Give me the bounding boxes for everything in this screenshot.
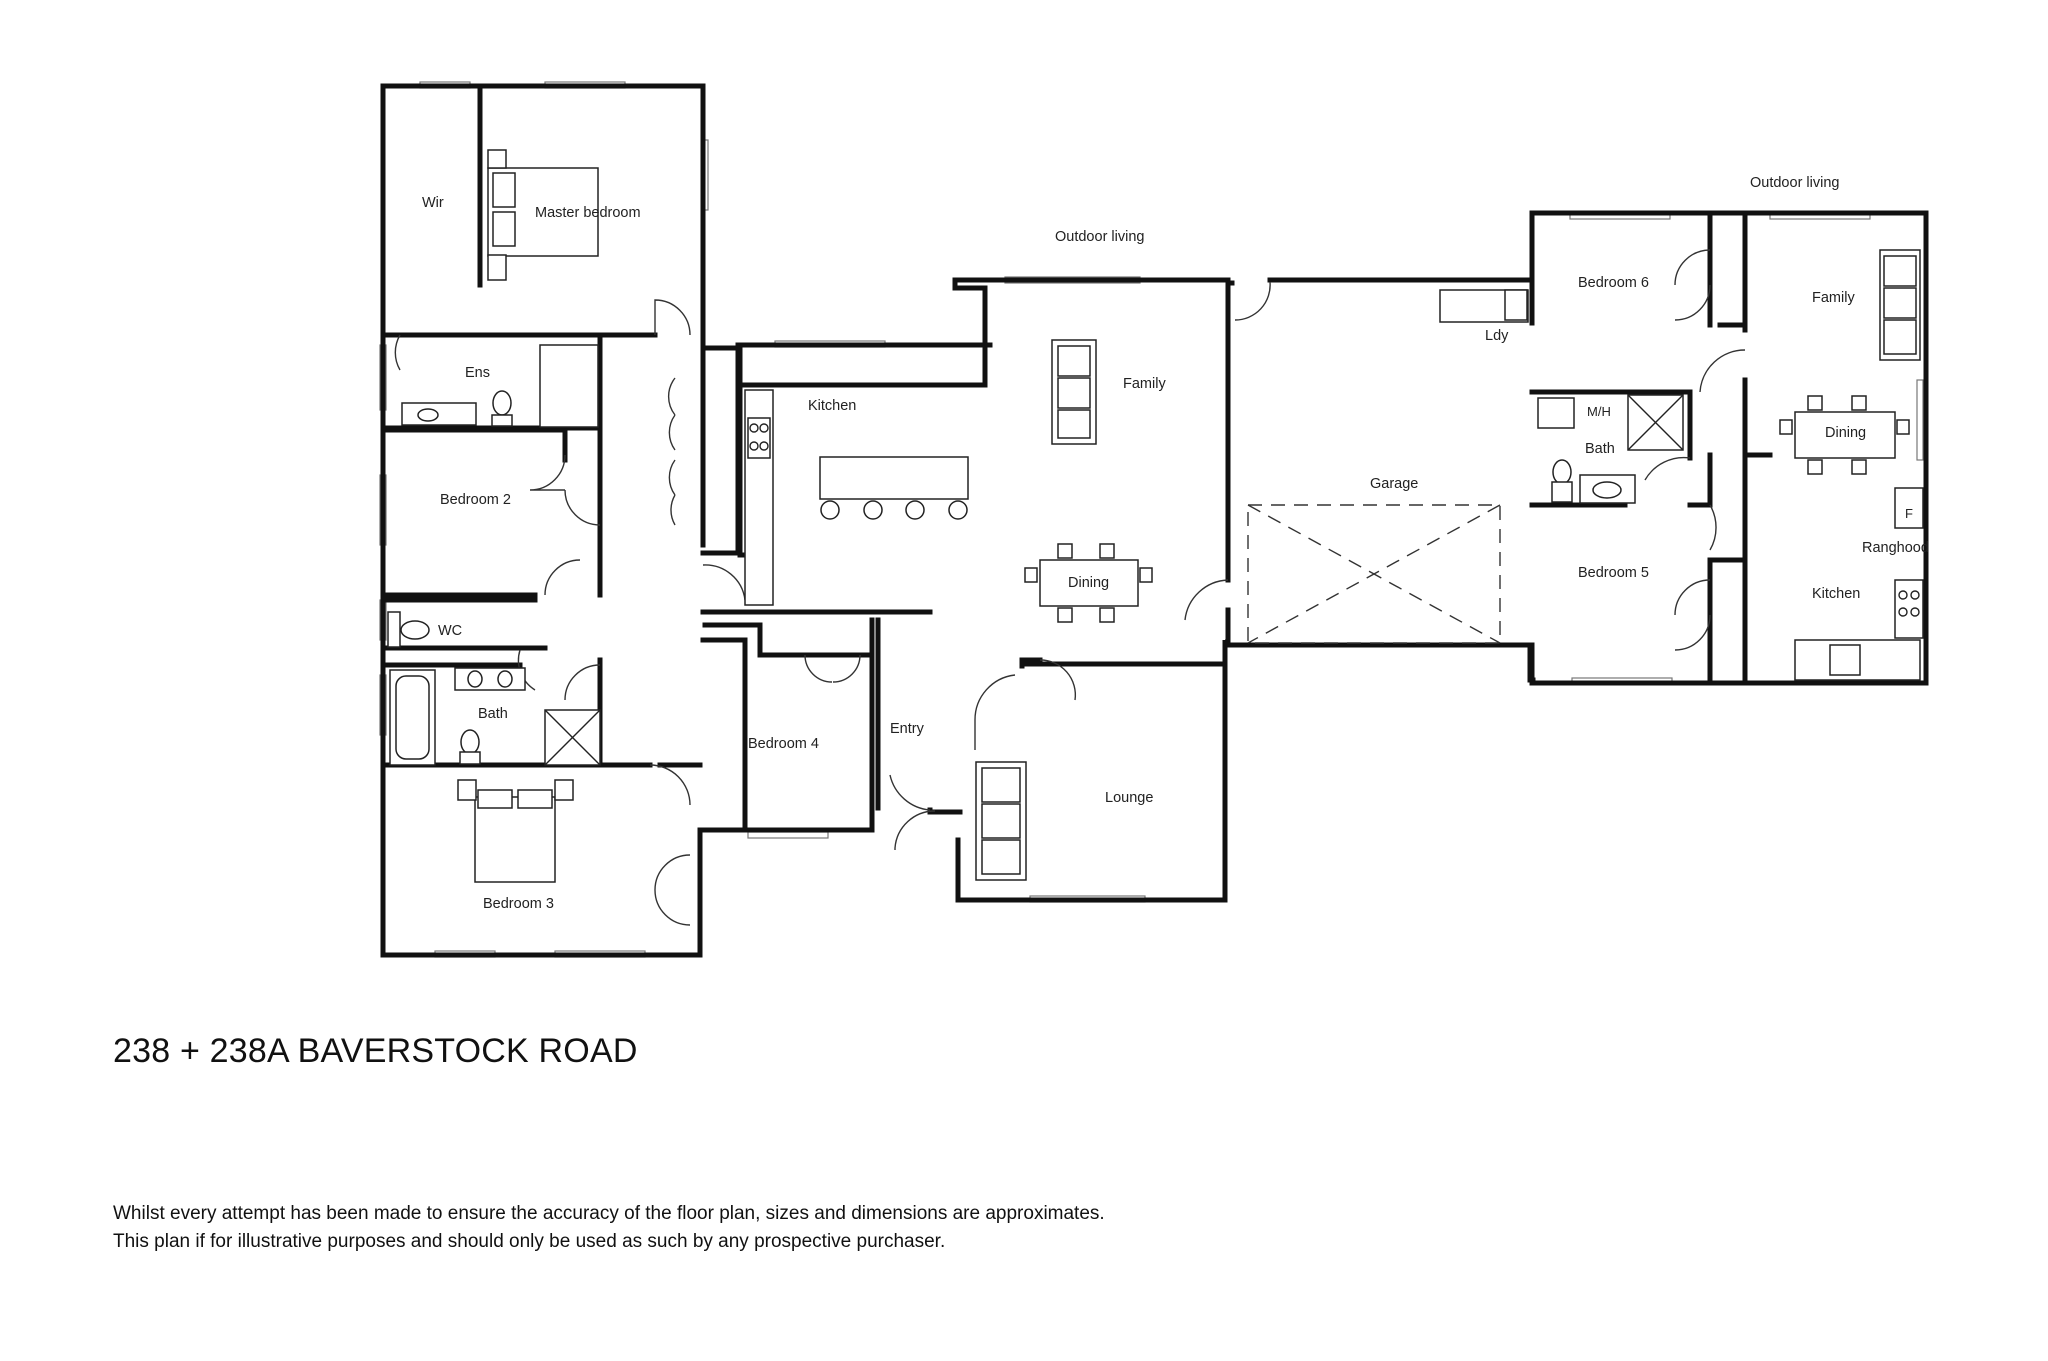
disclaimer: Whilst every attempt has been made to en…	[113, 1200, 1105, 1256]
label-master-bedroom: Master bedroom	[535, 205, 641, 221]
label-ens: Ens	[465, 365, 490, 381]
room-labels: Wir Master bedroom Ens Bedroom 2 WC Bath…	[422, 175, 1929, 912]
label-wir: Wir	[422, 195, 444, 211]
label-bedroom-3: Bedroom 3	[483, 896, 554, 912]
label-family-main: Family	[1123, 376, 1166, 392]
label-garage: Garage	[1370, 476, 1418, 492]
label-entry: Entry	[890, 721, 925, 737]
property-title: 238 + 238A BAVERSTOCK ROAD	[113, 1032, 638, 1070]
label-dining-main: Dining	[1068, 575, 1109, 591]
label-bedroom-2: Bedroom 2	[440, 492, 511, 508]
label-kitchen-main: Kitchen	[808, 398, 856, 414]
furniture	[387, 149, 1924, 883]
label-outdoor-living-unit: Outdoor living	[1750, 175, 1839, 191]
label-bath-unit: Bath	[1585, 441, 1615, 457]
doors	[394, 249, 1746, 926]
label-ranghood: Ranghood	[1862, 540, 1929, 556]
garage-door	[1247, 504, 1501, 644]
label-lounge: Lounge	[1105, 790, 1153, 806]
label-mh: M/H	[1587, 404, 1611, 419]
label-fridge: F	[1905, 506, 1913, 521]
label-dining-unit: Dining	[1825, 425, 1866, 441]
label-bedroom-6: Bedroom 6	[1578, 275, 1649, 291]
label-bath-main: Bath	[478, 706, 508, 722]
label-kitchen-unit: Kitchen	[1812, 586, 1860, 602]
label-wc: WC	[438, 623, 462, 639]
label-bedroom-4: Bedroom 4	[748, 736, 819, 752]
label-family-unit: Family	[1812, 290, 1855, 306]
label-outdoor-living-main: Outdoor living	[1055, 229, 1144, 245]
disclaimer-line-1: Whilst every attempt has been made to en…	[113, 1203, 1105, 1224]
label-bedroom-5: Bedroom 5	[1578, 565, 1649, 581]
disclaimer-line-2: This plan if for illustrative purposes a…	[113, 1231, 946, 1252]
label-ldy: Ldy	[1485, 328, 1509, 344]
